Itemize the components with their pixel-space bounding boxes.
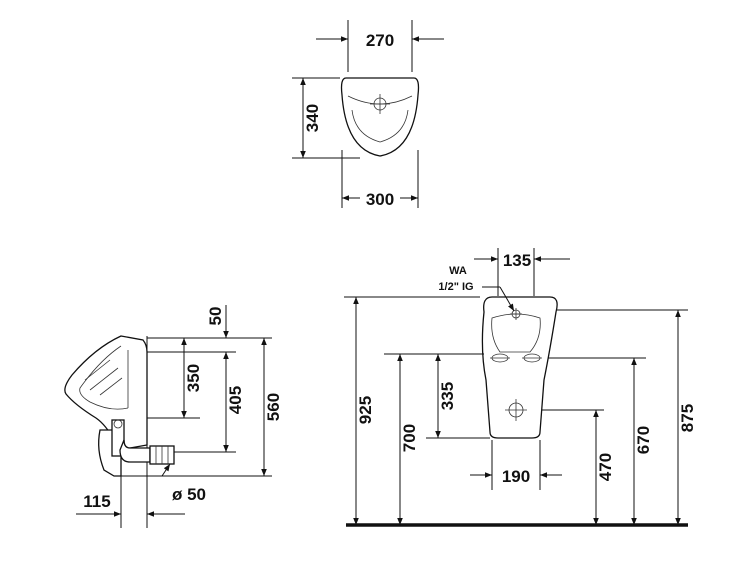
dim-135: 135 xyxy=(503,251,531,270)
dim-115: 115 xyxy=(83,492,110,511)
dim-405: 405 xyxy=(226,386,245,414)
dim-925: 925 xyxy=(356,396,375,424)
dim-670: 670 xyxy=(634,426,653,454)
dim-875: 875 xyxy=(678,404,697,432)
top-view: 270 340 300 xyxy=(292,20,444,209)
dim-270: 270 xyxy=(366,31,394,50)
label-wa: WA xyxy=(449,265,467,277)
dim-335: 335 xyxy=(438,382,457,410)
dim-560: 560 xyxy=(264,393,283,421)
dim-50: 50 xyxy=(206,307,225,326)
label-thread: 1/2" IG xyxy=(438,281,473,293)
dim-700: 700 xyxy=(400,424,419,452)
side-view: 50 350 405 560 115 ø 50 xyxy=(64,305,283,528)
dim-190: 190 xyxy=(502,467,530,486)
dim-470: 470 xyxy=(596,453,615,481)
top-view-bowl xyxy=(340,77,420,157)
dim-300: 300 xyxy=(366,190,394,209)
dim-340: 340 xyxy=(303,104,322,132)
label-diameter-50: ø 50 xyxy=(172,485,206,504)
fixing-holes xyxy=(490,353,542,363)
dim-350: 350 xyxy=(184,364,203,392)
front-view: 135 WA 1/2" IG 925 700 335 190 470 670 8… xyxy=(344,248,697,527)
front-view-body xyxy=(481,296,558,439)
